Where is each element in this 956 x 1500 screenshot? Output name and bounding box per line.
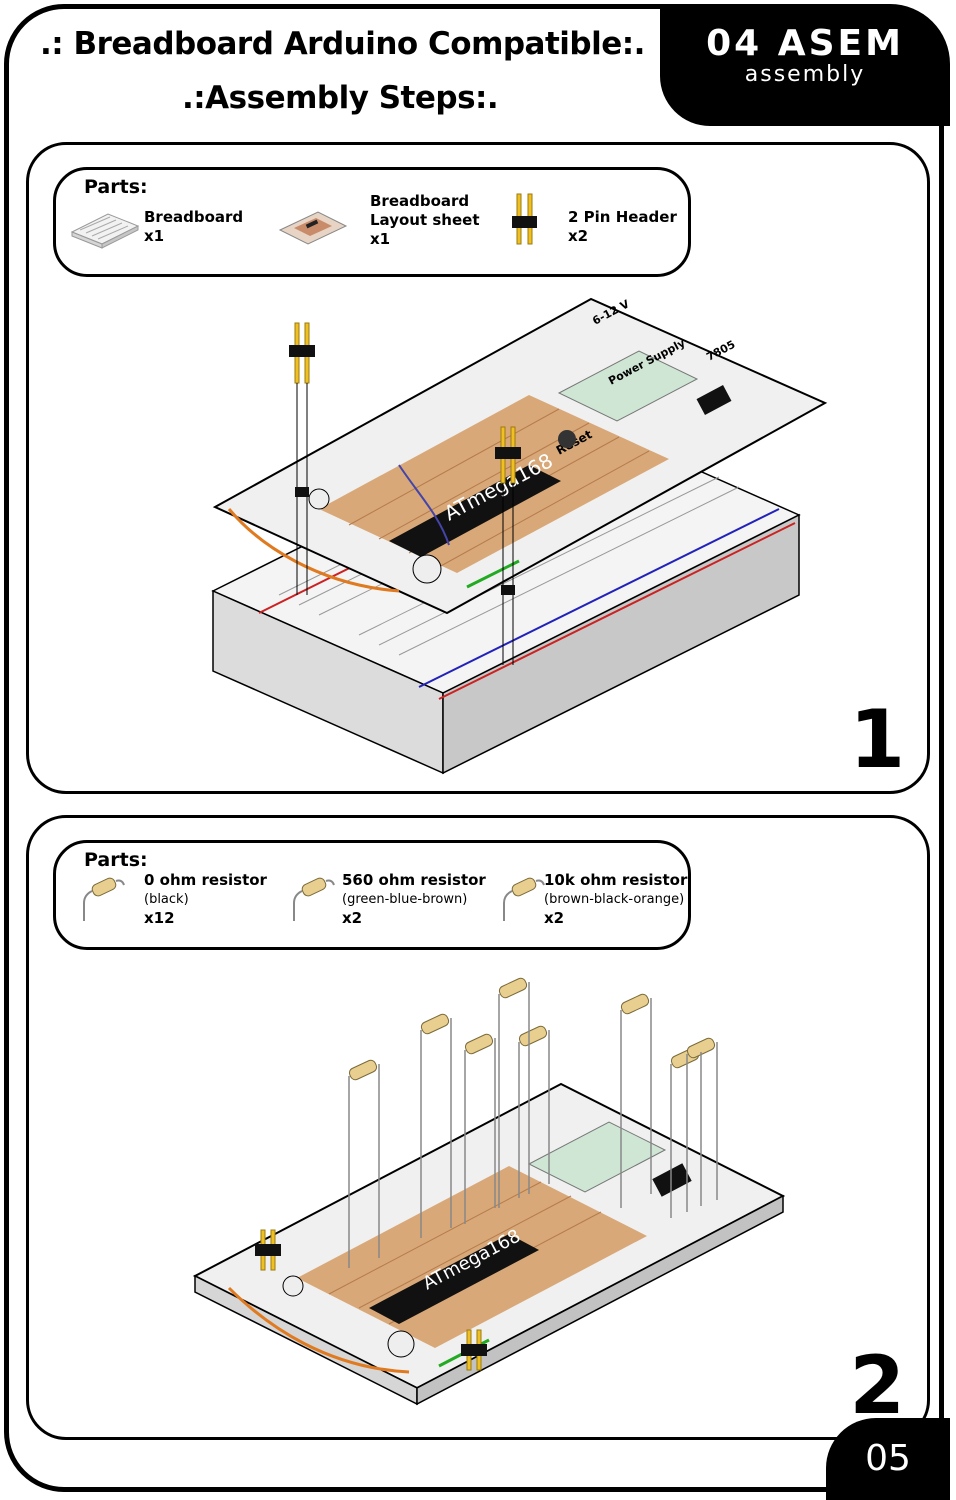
part-pin-header-label: 2 Pin Header x2 <box>568 208 677 245</box>
part-0ohm-label: 0 ohm resistor (black) x12 <box>144 871 267 927</box>
step-1-panel: Parts: Breadboard x1 Breadboard Layout s… <box>26 142 930 794</box>
part-breadboard-label: Breadboard x1 <box>144 208 244 245</box>
page-number: 05 <box>826 1418 950 1500</box>
resistor-icon <box>83 877 125 921</box>
resistor-icon <box>293 877 335 921</box>
pin-header-icon <box>512 193 537 245</box>
step-number-2: 2 <box>849 1339 905 1432</box>
parts-title: Parts: <box>84 849 148 871</box>
section-tab: 04 ASEM assembly <box>660 4 950 126</box>
section-code: 04 ASEM <box>706 23 904 64</box>
step-2-panel: Parts: 0 ohm resistor (black) x12 560 oh… <box>26 815 930 1440</box>
parts-title: Parts: <box>84 176 148 198</box>
title-line-2: .:Assembly Steps:. <box>182 80 499 116</box>
resistor-icon <box>503 877 545 921</box>
part-10k-label: 10k ohm resistor (brown-black-orange) x2 <box>544 871 688 927</box>
part-layout-sheet-label: Breadboard Layout sheet x1 <box>370 192 480 248</box>
step-number-1: 1 <box>849 693 905 786</box>
layout-sheet-icon <box>278 211 348 245</box>
title-line-1: .: Breadboard Arduino Compatible:. <box>40 26 645 62</box>
page-frame <box>4 4 944 1492</box>
part-560ohm-label: 560 ohm resistor (green-blue-brown) x2 <box>342 871 486 927</box>
section-subtitle: assembly <box>744 62 866 87</box>
step-1-illustration: ATmega168 Reset Power Supply 7805 6-12 V <box>211 297 828 775</box>
breadboard-icon <box>70 213 140 249</box>
step-2-illustration: ATmega168 <box>192 977 786 1406</box>
parts-box-step-2: Parts: 0 ohm resistor (black) x12 560 oh… <box>53 840 691 950</box>
parts-box-step-1: Parts: Breadboard x1 Breadboard Layout s… <box>53 167 691 277</box>
